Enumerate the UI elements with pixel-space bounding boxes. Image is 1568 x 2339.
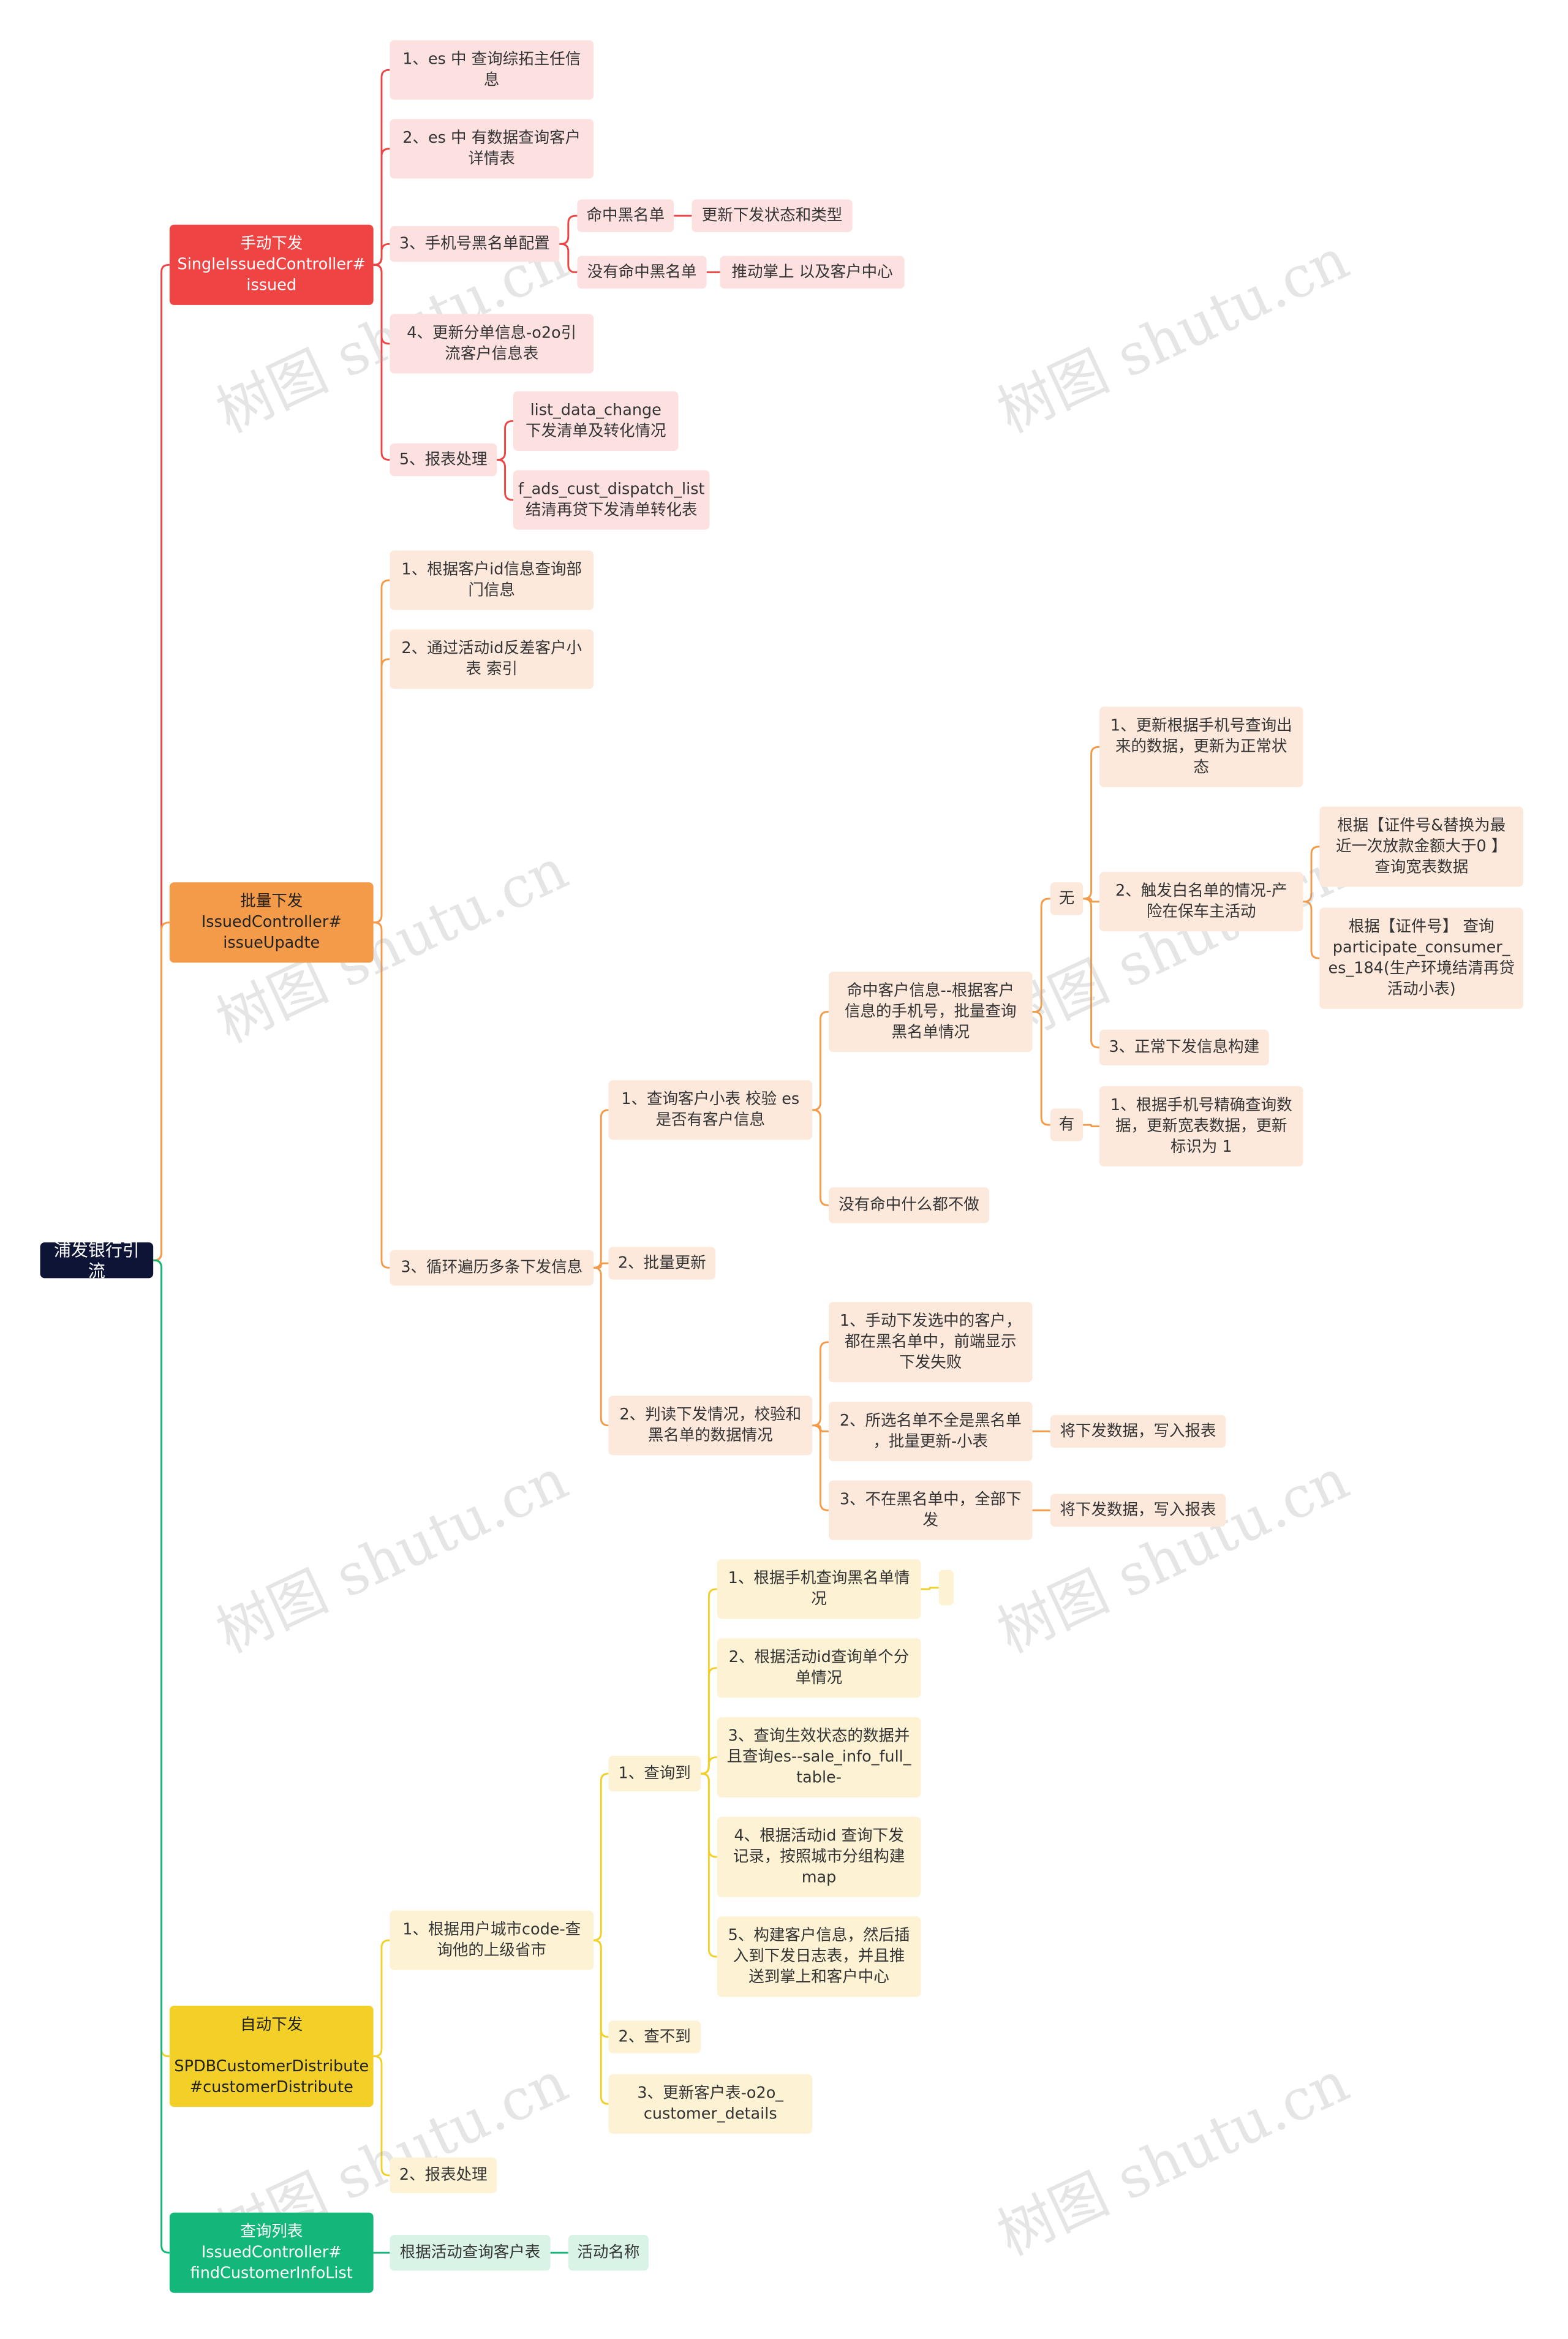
topic-node-b1-2-2-2-0[interactable]: 将下发数据，写入报表 (1050, 1494, 1226, 1527)
connector-b1-2-2 (594, 1266, 609, 1427)
topic-node-b2-0-0-2[interactable]: 3、查询生效状态的数据并 且查询es--sale_info_full_ tabl… (717, 1717, 921, 1797)
connector-b2-0-0-0-0 (921, 1587, 939, 1590)
topic-node-b2-0-0-3[interactable]: 4、根据活动id 查询下发 记录，按照城市分组构建 map (717, 1816, 921, 1897)
topic-node-b0-4-0[interactable]: list_data_change 下发清单及转化情况 (513, 391, 679, 451)
topic-node-b1-2-0-0-0-1[interactable]: 2、触发白名单的情况-产 险在保车主活动 (1099, 872, 1303, 932)
connector-b2-0-2 (594, 1939, 609, 2105)
topic-node-b1-1[interactable]: 2、通过活动id反差客户小 表 索引 (390, 629, 594, 689)
connector-b1 (153, 921, 170, 1261)
topic-node-b1-2-0-0-0-1-0[interactable]: 根据【证件号&替换为最 近一次放款金额大于0 】 查询宽表数据 (1319, 806, 1524, 887)
connector-b2-0-0 (594, 1772, 609, 1941)
topic-node-b1-2-1[interactable]: 2、批量更新 (608, 1247, 716, 1280)
topic-node-b1-2-0-0-0[interactable]: 无 (1050, 882, 1084, 915)
connector-b1-2-0-0-0-1-1 (1303, 901, 1320, 959)
root-node[interactable]: 浦发银行引流 (40, 1239, 154, 1281)
connector-b1-2-0-0-0-1-0 (1303, 845, 1320, 903)
topic-node-b2-0[interactable]: 1、根据用户城市code-查 询他的上级省市 (390, 1910, 594, 1970)
connector-b1-2-0-0-0-1 (1083, 897, 1099, 903)
topic-node-b1-2-2[interactable]: 2、判读下发情况，校验和 黑名单的数据情况 (608, 1396, 813, 1456)
connector-b2-0-0-4 (700, 1772, 717, 1958)
connector-b0-4-1 (497, 459, 513, 501)
topic-node-b0-4[interactable]: 5、报表处理 (390, 443, 497, 477)
topic-node-b1-2-0-0-0-1-1[interactable]: 根据【证件号】 查询 participate_consumer_ es_184(… (1319, 907, 1524, 1009)
branch-node-b1[interactable]: 批量下发 IssuedController# issueUpadte (169, 882, 374, 963)
branch-node-b0[interactable]: 手动下发 SingleIssuedController# issued (169, 224, 374, 305)
connector-b1-2-0-0-1-0 (1083, 1124, 1099, 1128)
branch-node-b3[interactable]: 查询列表 IssuedController# findCustomerInfoL… (169, 2212, 374, 2293)
connector-b1-2-0-1 (812, 1109, 829, 1206)
connector-b1-2 (373, 921, 390, 1269)
topic-node-b0-3[interactable]: 4、更新分单信息-o2o引 流客户信息表 (390, 314, 594, 374)
topic-node-b1-2-0-0[interactable]: 命中客户信息--根据客户 信息的手机号，批量查询 黑名单情况 (828, 972, 1033, 1052)
connector-b1-2-2-0 (812, 1341, 829, 1427)
topic-node-b2-0-0-1[interactable]: 2、根据活动id查询单个分 单情况 (717, 1638, 921, 1698)
connector-b1-2-0-0-1 (1032, 1011, 1050, 1126)
topic-node-b0-2[interactable]: 3、手机号黑名单配置 (390, 226, 560, 262)
connector-b1-2-0 (594, 1109, 609, 1269)
topic-node-b2-1[interactable]: 2、报表处理 (390, 2157, 497, 2194)
topic-node-b0-2-1-0[interactable]: 推动掌上 以及客户中心 (720, 255, 905, 289)
topic-node-b1-2-0-1[interactable]: 没有命中什么都不做 (828, 1187, 990, 1223)
topic-node-b1-2-2-1-0[interactable]: 将下发数据，写入报表 (1050, 1415, 1226, 1448)
connector-b0-2-1 (559, 243, 578, 273)
topic-node-b0-0[interactable]: 1、es 中 查询综拓主任信 息 (390, 40, 594, 100)
connector-b1-1 (373, 658, 390, 924)
topic-node-b1-0[interactable]: 1、根据客户id信息查询部 门信息 (390, 550, 594, 610)
topic-node-b1-2-0-0-1-0[interactable]: 1、根据手机号精确查询数 据，更新宽表数据，更新 标识为 1 (1099, 1086, 1303, 1167)
topic-node-b1-2-0-0-0-2[interactable]: 3、正常下发信息构建 (1099, 1029, 1269, 1066)
connector-b0-4-0 (497, 420, 513, 461)
topic-node-b2-0-2[interactable]: 3、更新客户表-o2o_ customer_details (608, 2074, 813, 2134)
topic-node-b3-0-0[interactable]: 活动名称 (568, 2235, 649, 2271)
topic-node-b2-0-1[interactable]: 2、查不到 (608, 2020, 701, 2054)
topic-node-b0-4-1[interactable]: f_ads_cust_dispatch_list 结清再贷下发清单转化表 (513, 470, 710, 530)
topic-node-b0-1[interactable]: 2、es 中 有数据查询客户 详情表 (390, 119, 594, 179)
connector-b2-1 (373, 2055, 390, 2177)
connector-b0-4 (373, 263, 390, 461)
topic-node-b1-2-0[interactable]: 1、查询客户小表 校验 es 是否有客户信息 (608, 1080, 813, 1140)
connector-b1-2-0-0-0-0 (1083, 746, 1099, 900)
connector-b1-2-1 (594, 1262, 609, 1269)
connector-b0-2 (373, 243, 390, 266)
topic-node-b2-0-0[interactable]: 1、查询到 (608, 1755, 701, 1792)
topic-node-b2-0-0-0[interactable]: 1、根据手机查询黑名单情 况 (717, 1559, 921, 1619)
connector-b1-2-0-0 (812, 1011, 829, 1111)
connector-b2-0 (373, 1939, 390, 2058)
topic-node-b0-2-0[interactable]: 命中黑名单 (577, 199, 674, 232)
connector-b3 (153, 1259, 170, 2254)
topic-node-b0-2-1[interactable]: 没有命中黑名单 (577, 255, 707, 289)
topic-node-b1-2-2-0[interactable]: 1、手动下发选中的客户， 都在黑名单中，前端显示 下发失败 (828, 1302, 1033, 1383)
connector-b1-2-0-0-0 (1032, 897, 1050, 1013)
branch-node-b2[interactable]: 自动下发 SPDBCustomerDistribute #customerDis… (169, 2006, 374, 2107)
topic-node-b1-2-2-2[interactable]: 3、不在黑名单中，全部下 发 (828, 1480, 1033, 1540)
topic-node-b2-0-0-4[interactable]: 5、构建客户信息，然后插 入到下发日志表，并且推 送到掌上和客户中心 (717, 1916, 921, 1997)
topic-node-b1-2-0-0-1[interactable]: 有 (1050, 1108, 1084, 1141)
topic-node-b1-2-0-0-0-0[interactable]: 1、更新根据手机号查询出 来的数据，更新为正常状 态 (1099, 706, 1303, 787)
topic-node-b0-2-0-0[interactable]: 更新下发状态和类型 (692, 199, 853, 232)
topic-node-b1-2-2-1[interactable]: 2、所选名单不全是黑名单 ，批量更新-小表 (828, 1401, 1033, 1462)
connector-b0-2-0 (559, 214, 578, 245)
topic-node-b1-2[interactable]: 3、循环遍历多条下发信息 (390, 1250, 594, 1286)
connector-b1-2-0-0-0-2 (1083, 897, 1099, 1049)
topic-node-b3-0[interactable]: 根据活动查询客户表 (390, 2235, 551, 2271)
topic-node-b2-0-0-0-0[interactable] (938, 1570, 954, 1606)
connector-b1-2-2-2 (812, 1424, 829, 1511)
